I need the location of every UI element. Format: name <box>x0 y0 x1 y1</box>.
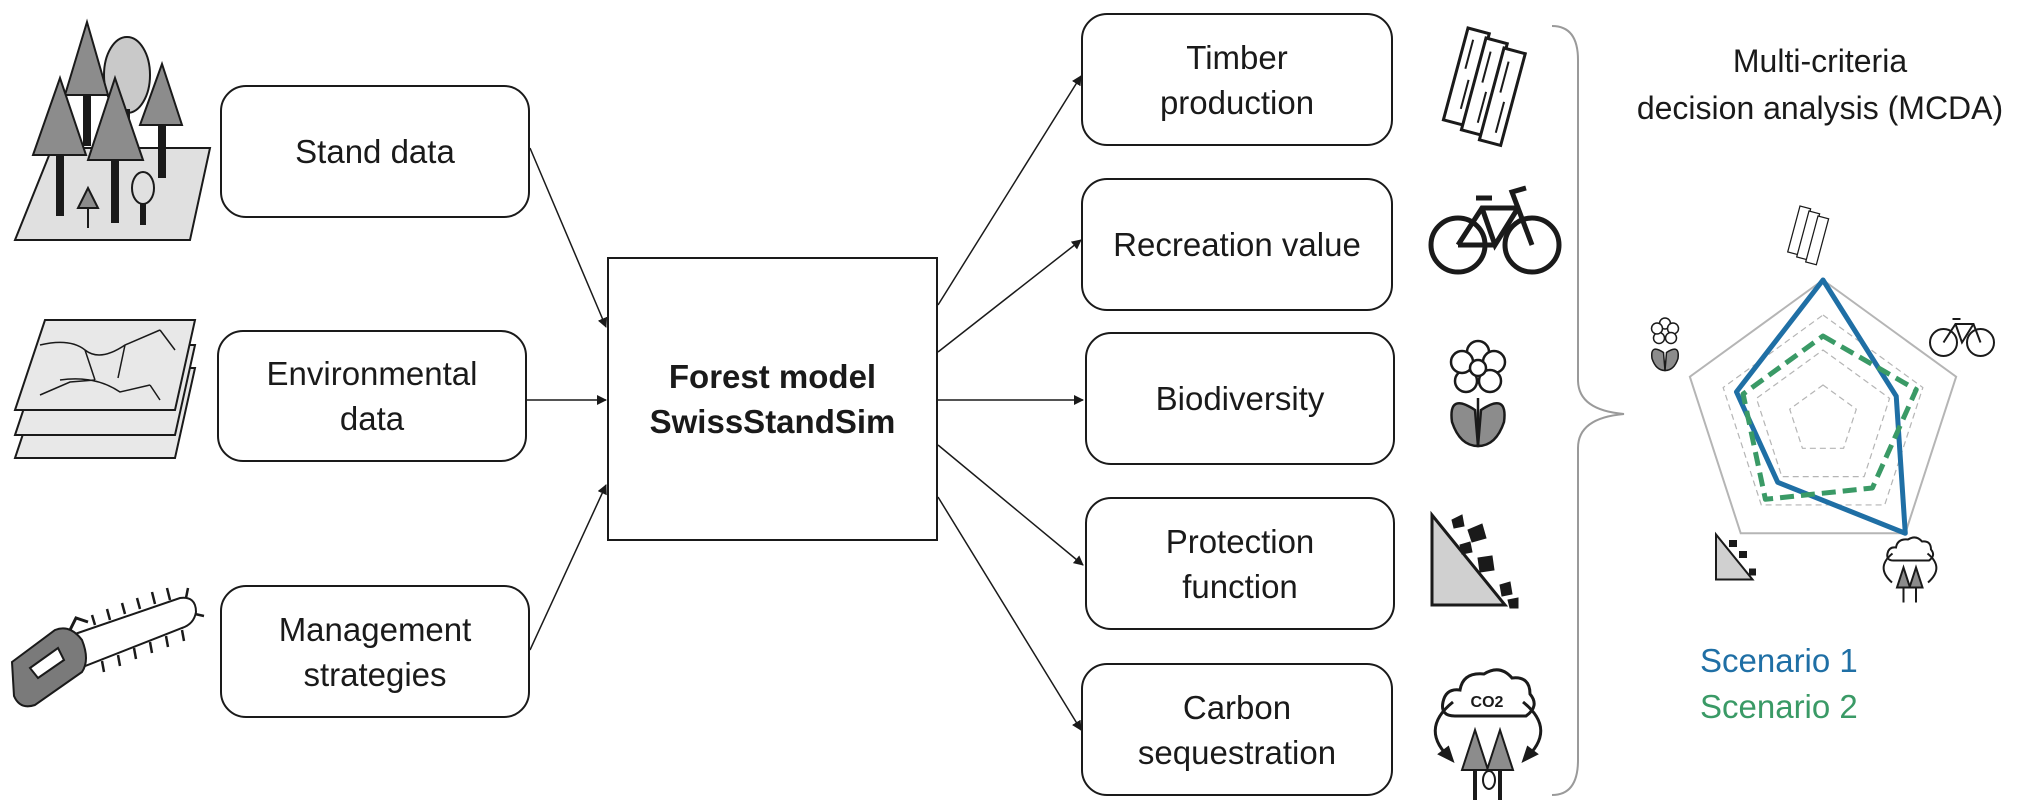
input-arrows <box>527 147 608 651</box>
mcda-title-line2: decision analysis (MCDA) <box>1636 90 2004 126</box>
radar-grid-ring <box>1755 349 1891 478</box>
chainsaw-icon <box>10 587 205 708</box>
forest-model-box: Forest model SwissStandSim <box>607 257 938 541</box>
radar-series-scenario-1 <box>1733 277 1908 536</box>
co2-label: CO2 <box>1471 694 1504 711</box>
carbon-sequestration-box: Carbon sequestration <box>1081 663 1393 796</box>
map-layers-icon <box>13 319 197 459</box>
bicycle-icon <box>1428 185 1562 275</box>
arrow-model-to-timber <box>937 75 1082 306</box>
mcda-title-line1: Multi-criteria <box>1732 43 1908 79</box>
arrow-model-to-carbon <box>937 496 1082 731</box>
management-strategies-box: Management strategies <box>220 585 530 718</box>
legend-scenario-1: Scenario 1 <box>1700 642 1858 679</box>
radar-bicycle-icon <box>1929 318 1995 357</box>
radar-grid-ring <box>1789 384 1857 449</box>
mcda-radar-chart <box>1688 277 1958 536</box>
output-arrows <box>937 75 1084 731</box>
output-brace <box>1551 25 1625 796</box>
radar-timber-icon <box>1786 205 1830 266</box>
radar-rockfall-icon <box>1715 531 1756 581</box>
timber-production-label-line1: Timber <box>1186 38 1288 76</box>
recreation-value-label: Recreation value <box>1113 226 1361 263</box>
mcda-title: Multi-criteria decision analysis (MCDA) <box>1600 38 2040 132</box>
biodiversity-label: Biodiversity <box>1155 380 1325 417</box>
management-strategies-label-line2: strategies <box>303 655 447 693</box>
legend-scenario-2: Scenario 2 <box>1700 688 1858 725</box>
environmental-data-box: Environmental data <box>217 330 527 462</box>
protection-function-box: Protection function <box>1085 497 1395 630</box>
radar-grid-ring <box>1722 314 1924 506</box>
timber-icon <box>1441 26 1528 148</box>
radar-series-scenario-2 <box>1740 333 1919 502</box>
forest-model-name: SwissStandSim <box>649 403 896 440</box>
protection-function-label-line2: function <box>1182 567 1298 605</box>
environmental-data-label-line2: data <box>339 400 405 437</box>
carbon-sequestration-label-line2: sequestration <box>1137 733 1337 771</box>
environmental-data-label-line1: Environmental <box>266 355 478 392</box>
arrow-stand-to-model <box>529 147 608 328</box>
radar-grid-outer <box>1688 278 1958 535</box>
recreation-value-box: Recreation value <box>1081 178 1393 311</box>
radar-carbon-icon <box>1882 536 1938 603</box>
forest-model-title: Forest model <box>668 358 877 395</box>
arrow-model-to-recreation <box>937 239 1082 353</box>
timber-production-box: Timber production <box>1081 13 1393 146</box>
flower-icon <box>1449 339 1507 448</box>
carbon-cycle-icon: CO2 <box>1433 668 1543 800</box>
protection-function-label-line1: Protection <box>1165 522 1315 560</box>
arrow-model-to-protection <box>937 444 1084 566</box>
biodiversity-box: Biodiversity <box>1085 332 1395 465</box>
carbon-sequestration-label-line1: Carbon <box>1182 688 1292 726</box>
management-strategies-label-line1: Management <box>278 610 472 648</box>
stand-data-label: Stand data <box>295 133 455 170</box>
radar-flower-icon <box>1650 317 1680 372</box>
stand-data-box: Stand data <box>220 85 530 218</box>
timber-production-label-line2: production <box>1159 83 1315 121</box>
rockfall-icon <box>1430 510 1519 609</box>
arrow-management-to-model <box>529 484 607 651</box>
trees-icon <box>13 18 212 241</box>
